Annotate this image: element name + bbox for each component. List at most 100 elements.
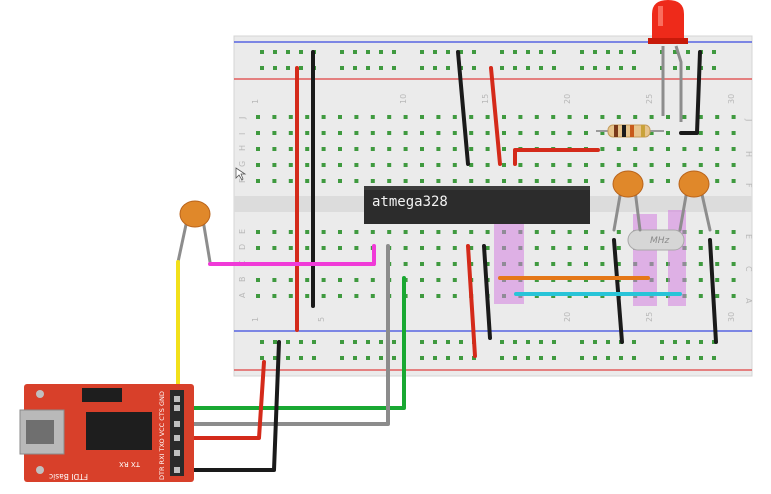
breadboard-hole <box>452 163 457 167</box>
breadboard-hole <box>600 246 605 250</box>
row-label-b: B <box>238 277 247 283</box>
breadboard-hole <box>420 179 424 183</box>
ftdi-pin-labels: DTR RXI TXO VCC CTS GND <box>158 391 166 480</box>
breadboard-hole <box>403 115 408 119</box>
breadboard-hole <box>567 131 572 135</box>
breadboard-hole <box>366 66 370 70</box>
breadboard-hole <box>321 246 326 250</box>
breadboard-hole <box>305 163 310 167</box>
breadboard-hole <box>584 230 588 234</box>
breadboard-hole <box>673 50 677 54</box>
breadboard-hole <box>513 356 517 360</box>
breadboard-hole <box>340 66 344 70</box>
breadboard-hole <box>731 230 736 234</box>
breadboard-hole <box>321 115 326 119</box>
wire-green-rx <box>180 276 406 410</box>
breadboard-hole <box>446 340 450 344</box>
breadboard-hole <box>539 66 543 70</box>
breadboard-hole <box>551 131 556 135</box>
ftdi-txrx-label: TX RX <box>119 460 141 468</box>
breadboard-hole <box>387 147 392 151</box>
breadboard-hole <box>518 163 523 167</box>
col-label-20-bottom: 20 <box>563 312 572 322</box>
breadboard-hole <box>632 340 636 344</box>
breadboard-hole <box>305 147 310 151</box>
breadboard-hole <box>387 131 392 135</box>
col-label-20-top: 20 <box>563 94 572 104</box>
breadboard-hole <box>272 163 277 167</box>
breadboard-hole <box>403 179 408 183</box>
breadboard-hole <box>288 246 293 250</box>
highlight-crystal-right <box>668 210 686 306</box>
col-label-15-top: 15 <box>481 94 490 104</box>
breadboard-hole <box>698 115 703 119</box>
breadboard-hole <box>712 356 716 360</box>
breadboard-hole <box>600 115 605 119</box>
breadboard-hole <box>485 115 490 119</box>
breadboard-hole <box>518 131 523 135</box>
col-label-25-bottom: 25 <box>645 312 654 322</box>
breadboard-hole <box>666 179 670 183</box>
breadboard-hole <box>321 278 326 282</box>
breadboard-hole <box>469 115 474 119</box>
breadboard-hole <box>686 340 690 344</box>
breadboard-hole <box>420 340 424 344</box>
breadboard-hole <box>534 131 539 135</box>
breadboard-hole <box>485 163 490 167</box>
breadboard-hole <box>534 262 539 266</box>
breadboard-hole <box>420 278 424 282</box>
breadboard-hole <box>660 340 664 344</box>
breadboard-hole <box>403 262 408 266</box>
breadboard-hole <box>616 147 621 151</box>
ftdi-title: FTDI Basic <box>49 472 88 481</box>
breadboard-hole <box>420 230 424 234</box>
breadboard-hole <box>273 340 277 344</box>
breadboard-hole <box>420 50 424 54</box>
breadboard-hole <box>649 163 654 167</box>
breadboard-hole <box>567 262 572 266</box>
breadboard-hole <box>354 294 359 298</box>
breadboard-hole <box>379 340 383 344</box>
capacitor-1 <box>612 170 644 198</box>
breadboard-hole <box>321 147 326 151</box>
breadboard-hole <box>616 230 621 234</box>
breadboard-hole <box>731 179 736 183</box>
breadboard-hole <box>619 356 623 360</box>
breadboard-hole <box>502 115 506 119</box>
breadboard-hole <box>288 278 293 282</box>
breadboard-hole <box>698 262 703 266</box>
breadboard-hole <box>472 50 476 54</box>
breadboard-hole <box>584 246 588 250</box>
breadboard-hole <box>593 50 597 54</box>
breadboard-hole <box>370 115 375 119</box>
breadboard-hole <box>354 230 359 234</box>
breadboard-hole <box>551 163 556 167</box>
breadboard-hole <box>502 131 506 135</box>
breadboard-hole <box>256 163 260 167</box>
chip-body <box>364 186 590 224</box>
breadboard-hole <box>584 262 588 266</box>
breadboard-hole <box>420 246 424 250</box>
breadboard-hole <box>338 230 342 234</box>
breadboard-hole <box>526 50 530 54</box>
col-label-1-bottom: 1 <box>251 317 260 322</box>
breadboard-hole <box>370 131 375 135</box>
capacitor-2 <box>678 170 710 198</box>
breadboard-hole <box>526 66 530 70</box>
breadboard-hole <box>338 131 342 135</box>
breadboard-hole <box>539 340 543 344</box>
breadboard-hole <box>673 356 677 360</box>
breadboard-hole <box>272 246 277 250</box>
breadboard-hole <box>502 179 506 183</box>
breadboard-hole <box>452 115 457 119</box>
breadboard-hole <box>403 131 408 135</box>
breadboard-hole <box>272 131 277 135</box>
col-label-30-bottom: 30 <box>727 312 736 322</box>
breadboard-hole <box>686 66 690 70</box>
ftdi-header <box>170 390 184 476</box>
breadboard-hole <box>731 278 736 282</box>
breadboard-hole <box>305 278 310 282</box>
breadboard-labels: 1 10 15 20 25 30 1 5 20 25 30 J I H G F … <box>238 94 753 322</box>
breadboard-hole <box>698 163 703 167</box>
